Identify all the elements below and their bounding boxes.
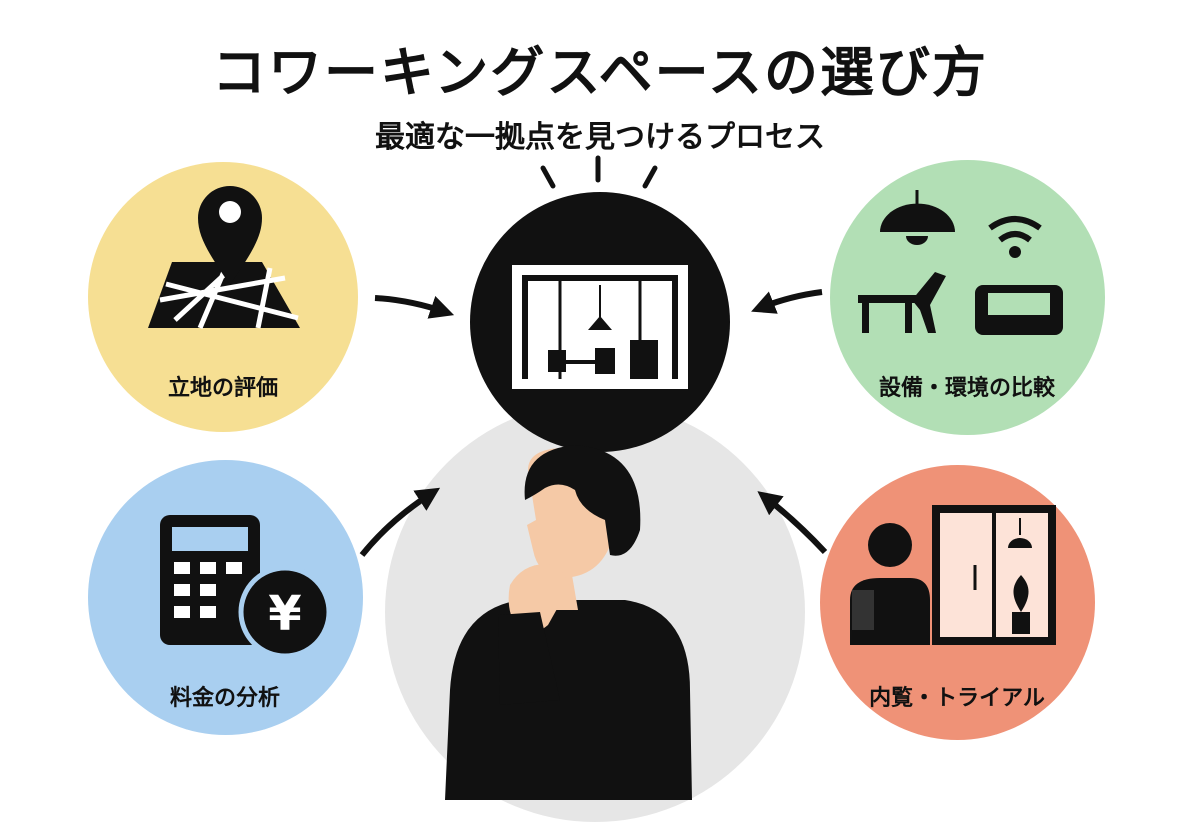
page-title: コワーキングスペースの選び方 [212,41,988,104]
visitor-door-icon [850,505,1056,645]
step-label-facilities: 設備・環境の比較 [878,376,1055,401]
idea-rays-icon [540,155,658,189]
thinking-person [445,445,692,800]
page-subtitle: 最適な一拠点を見つけるプロセス [375,120,825,155]
calculator-yen-icon: ¥ [160,515,332,659]
step-label-location: 立地の評価 [167,376,278,401]
step-label-pricing: 料金の分析 [169,686,280,711]
furniture-wifi-icon [858,190,1063,335]
map-pin-icon [148,186,300,329]
arrow-location-to-center [374,295,455,319]
arrow-pricing-to-center [359,487,441,557]
arrow-facilities-to-center [751,289,823,314]
step-label-trial: 内覧・トライアル [869,686,1045,711]
coworking-space-icon [470,192,730,452]
svg-text:¥: ¥ [268,586,301,642]
arrow-trial-to-center [757,491,828,555]
